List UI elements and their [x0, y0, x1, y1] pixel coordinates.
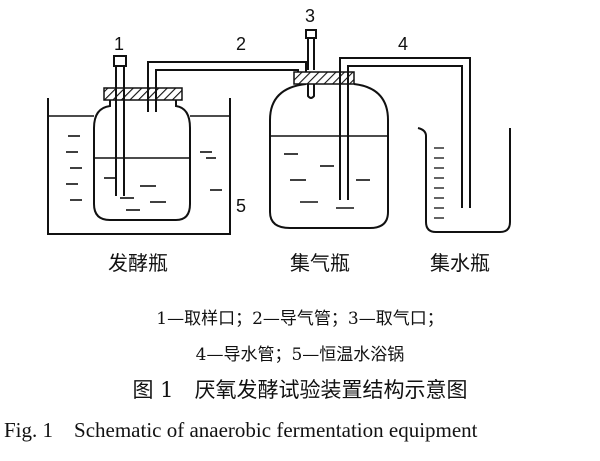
label-gas-tube: 2	[236, 34, 246, 54]
apparatus-diagram: 1 2 3 4 5 发酵瓶 集气瓶 集水瓶	[47, 6, 511, 275]
water-collection-bottle	[417, 127, 511, 233]
label-fermentation-bottle: 发酵瓶	[108, 251, 168, 275]
gas-port	[305, 29, 317, 99]
figure-caption-english: Fig. 1 Schematic of anaerobic fermentati…	[4, 418, 478, 442]
label-gas-port: 3	[305, 6, 315, 26]
water-bath	[47, 98, 231, 235]
gas-bottle-liquid-dashes	[284, 153, 370, 209]
gas-tube	[147, 61, 307, 112]
fermentation-bottle	[93, 98, 191, 221]
legend-line-1: 1—取样口；2—导气管；3—取气口；	[156, 309, 444, 329]
gas-bottle-stopper	[293, 71, 355, 85]
label-water-tube: 4	[398, 34, 408, 54]
gas-collection-bottle	[269, 83, 389, 229]
bath-water-dashes	[66, 135, 222, 201]
label-sampling-port: 1	[114, 34, 124, 54]
fermentation-liquid-dashes	[104, 177, 166, 211]
graduation-marks	[434, 147, 444, 219]
legend-line-2: 4—导水管；5—恒温水浴锅	[195, 345, 405, 365]
label-water-bath: 5	[236, 196, 246, 216]
label-gas-collection-bottle: 集气瓶	[290, 251, 350, 275]
sampling-port	[113, 55, 127, 196]
label-water-collection-bottle: 集水瓶	[430, 251, 490, 275]
water-tube	[339, 57, 471, 208]
figure-caption-chinese: 图 1 厌氧发酵试验装置结构示意图	[132, 378, 468, 402]
